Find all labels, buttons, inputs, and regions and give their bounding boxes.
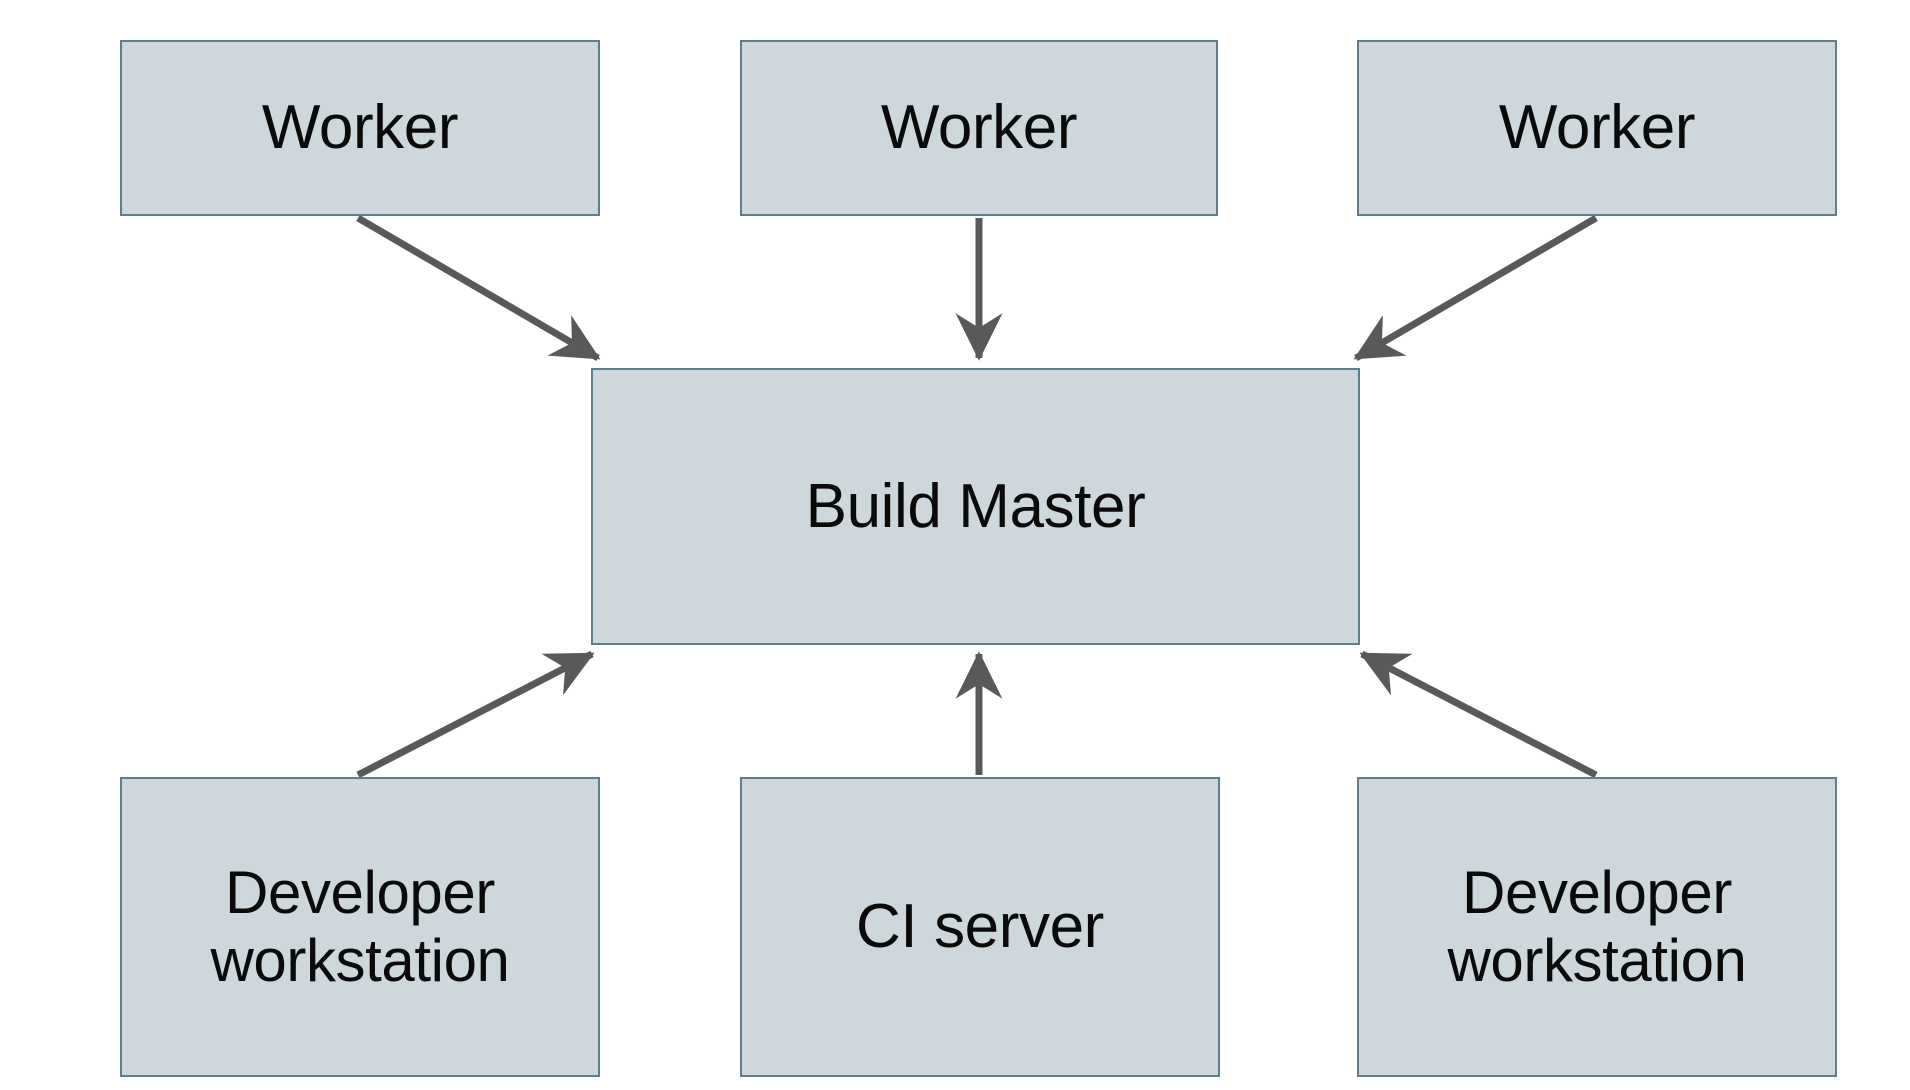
node-label: CI server: [856, 892, 1104, 962]
edge-dev-right-to-master: [1359, 650, 1598, 779]
node-label: Build Master: [805, 471, 1146, 541]
node-worker-mid[interactable]: Worker: [740, 40, 1218, 216]
node-ci-server[interactable]: CI server: [740, 777, 1220, 1077]
edge-worker-right-to-master: [1353, 214, 1598, 362]
node-build-master[interactable]: Build Master: [591, 368, 1360, 645]
node-label: Worker: [261, 93, 459, 163]
node-worker-left[interactable]: Worker: [120, 40, 600, 216]
node-label: Developer workstation: [210, 858, 510, 994]
node-label: Worker: [1498, 93, 1696, 163]
node-label: Worker: [880, 93, 1078, 163]
edge-worker-left-to-master: [356, 214, 601, 362]
node-developer-workstation-right[interactable]: Developer workstation: [1357, 777, 1837, 1077]
node-label: Developer workstation: [1447, 858, 1747, 994]
node-worker-right[interactable]: Worker: [1357, 40, 1837, 216]
node-developer-workstation-left[interactable]: Developer workstation: [120, 777, 600, 1077]
edge-dev-left-to-master: [356, 650, 595, 779]
